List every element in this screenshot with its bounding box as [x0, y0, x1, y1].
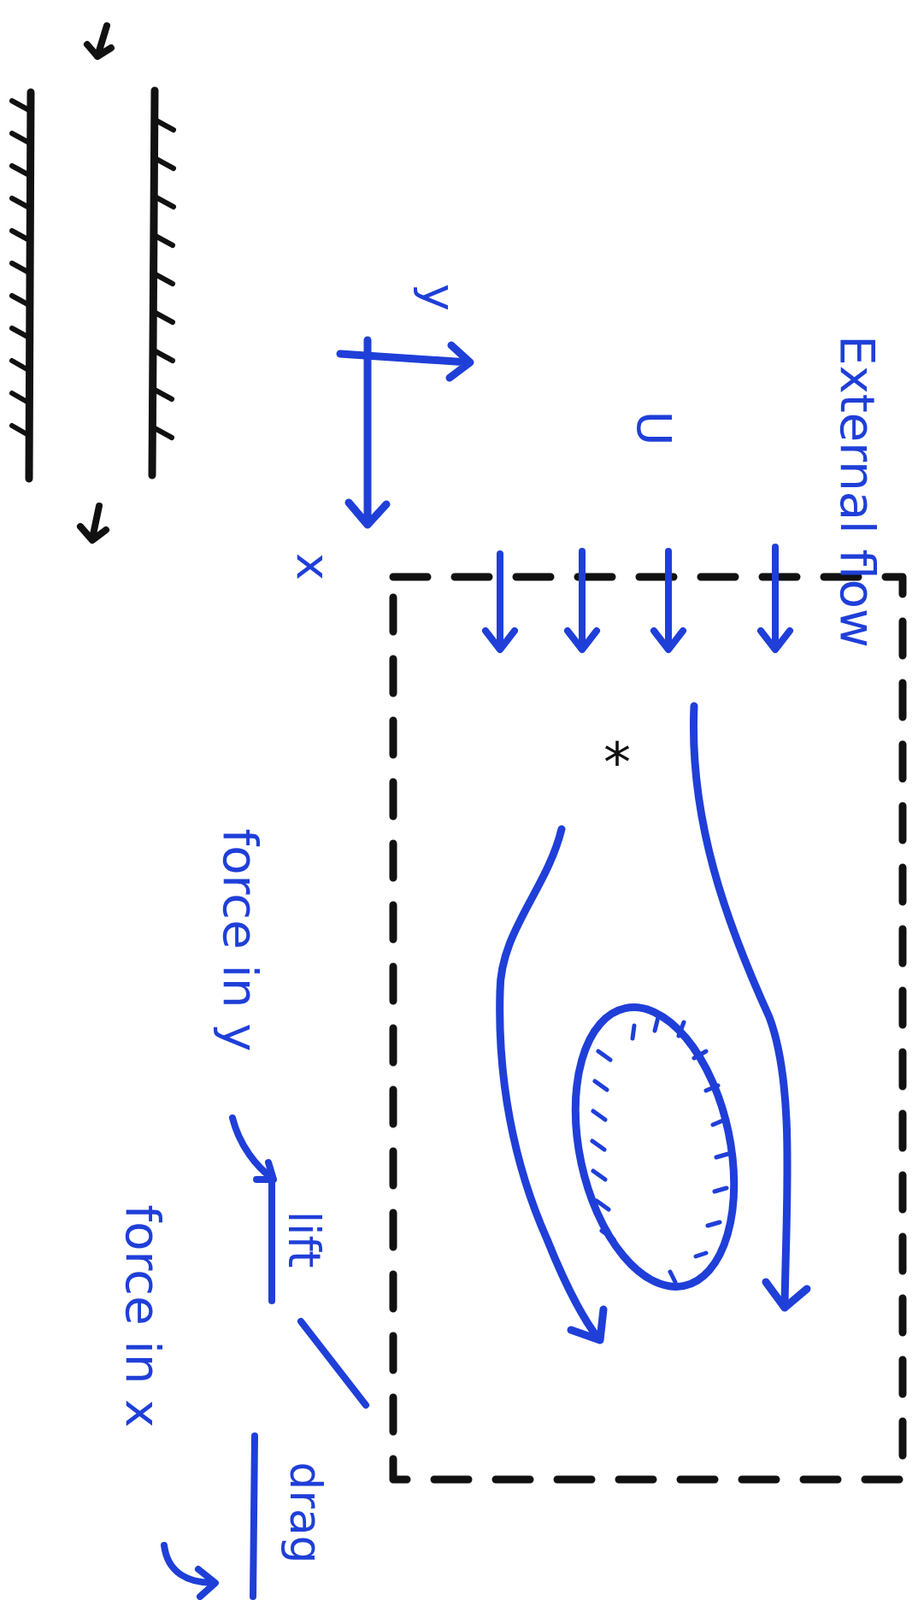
control-volume: [393, 576, 903, 1480]
force-label: force in x: [118, 1205, 167, 1429]
force-label: force in y: [216, 829, 265, 1053]
channel-walls: [11, 25, 174, 541]
axes: [340, 340, 471, 525]
velocity-symbol: U: [629, 411, 677, 447]
force-name: lift: [282, 1211, 327, 1269]
streamlines: [500, 706, 807, 1341]
inflow-arrows: [485, 547, 790, 650]
force-name: drag: [283, 1461, 329, 1564]
annotation-marks: [164, 1118, 366, 1597]
point-mark: *: [603, 735, 631, 790]
body: [551, 992, 758, 1301]
axis-label: y: [415, 283, 462, 312]
flow-label: External flow: [833, 335, 882, 648]
axis-label: x: [289, 553, 336, 581]
